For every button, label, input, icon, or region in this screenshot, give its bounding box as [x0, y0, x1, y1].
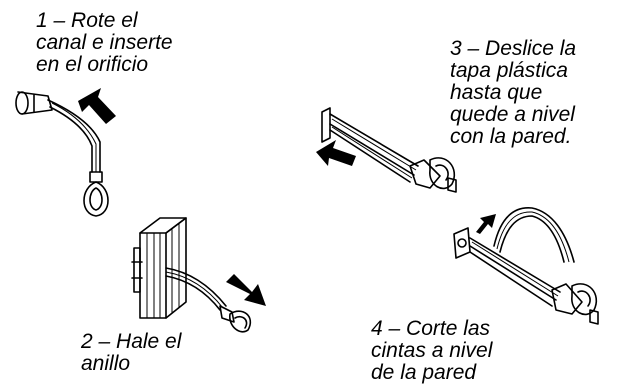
- step3-illustration: [316, 107, 457, 193]
- arrow-icon: [316, 140, 356, 166]
- step-4-line-3: de la pared: [371, 361, 477, 384]
- step-4-line-1: 4 – Corte las: [371, 317, 491, 340]
- step-1-line-1: 1 – Rote el: [36, 9, 138, 32]
- step-3-line-3: hasta que: [450, 81, 543, 104]
- step1-illustration: [15, 88, 116, 217]
- step-4-line-2: cintas a nivel: [371, 339, 493, 362]
- step2-illustration: [131, 217, 266, 333]
- arrow-icon: [78, 88, 116, 124]
- step-2-line-2: anillo: [81, 352, 131, 375]
- step4-illustration: [453, 207, 599, 325]
- step-3-line-1: 3 – Deslice la: [450, 37, 577, 60]
- arrow-icon: [226, 274, 266, 306]
- step-3-caption: 3 – Deslice la tapa plástica hasta que q…: [450, 38, 576, 148]
- step-1-line-2: canal e inserte: [36, 31, 173, 54]
- step-1-line-3: en el orificio: [36, 53, 149, 76]
- step-4-caption: 4 – Corte las cintas a nivel de la pared: [371, 318, 492, 384]
- step-1-caption: 1 – Rote el canal e inserte en el orific…: [36, 10, 173, 76]
- step-3-line-5: con la pared.: [450, 125, 572, 148]
- arrow-icon: [476, 214, 496, 234]
- step-3-line-2: tapa plástica: [450, 59, 568, 82]
- step-2-caption: 2 – Hale el anillo: [81, 331, 181, 375]
- step-2-line-1: 2 – Hale el: [81, 330, 182, 353]
- step-3-line-4: quede a nivel: [450, 103, 575, 126]
